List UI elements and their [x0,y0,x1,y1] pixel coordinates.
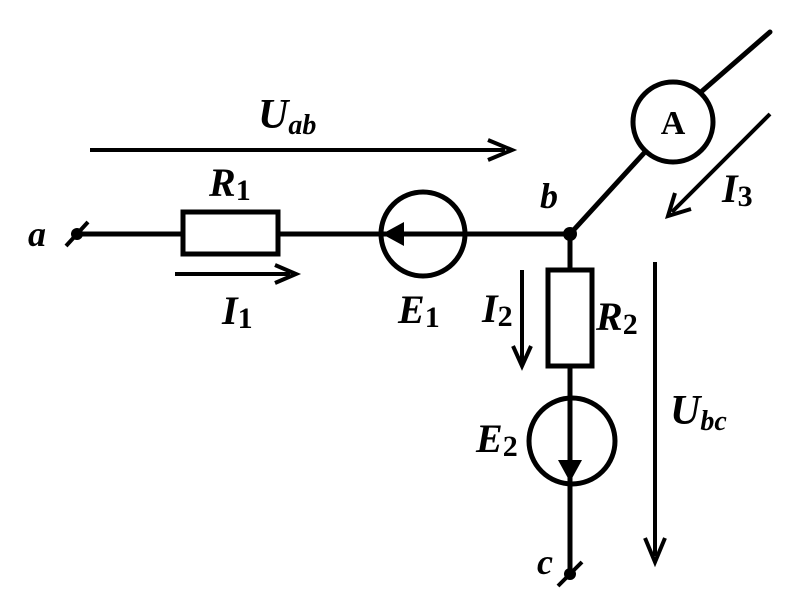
ammeter-label: A [661,105,686,142]
wire-ammeter-out [698,29,773,95]
source-e2-label: E2 [475,416,518,463]
voltage-ubc-sub: bc [700,406,727,437]
wire-b-ammeter [567,149,648,237]
current-i2-sub: 2 [498,300,513,333]
voltage-ubc-arrow-head [643,537,667,568]
current-i1-main: I [221,288,239,333]
voltage-uab-main: U [258,92,291,138]
resistor-r1-main: R [208,160,236,205]
resistor-r2-label: R2 [595,294,638,341]
resistor-r1-label: R1 [208,160,251,207]
resistor-r1-sub: 1 [236,174,251,207]
node-c-label: c [537,542,553,582]
current-i3-arrow-shaft [670,112,772,214]
source-e1-sub: 1 [425,301,440,334]
terminal-c-tick [556,560,584,588]
node-b-label: b [540,176,558,216]
source-e2-sub: 2 [503,430,518,463]
resistor-r1 [180,209,281,257]
resistor-r2-sub: 2 [623,308,638,341]
current-i2-main: I [481,286,499,331]
voltage-uab-label: Uab [258,92,316,141]
voltage-uab-arrow-head [487,138,518,162]
resistor-r2-main: R [595,294,623,339]
resistor-r2 [545,267,595,369]
voltage-ubc-main: U [670,388,703,434]
terminal-a-tick [64,220,90,248]
source-e2-main: E [475,416,503,461]
voltage-uab-sub: ab [288,110,316,141]
source-e1-label: E1 [397,287,440,334]
source-e1-main: E [397,287,425,332]
current-i3-arrow-head [664,192,692,220]
node-a-label: a [28,214,46,254]
current-i3-sub: 3 [738,180,753,213]
current-i3-label: I3 [721,166,753,213]
current-i1-arrow-head [274,263,302,285]
current-i2-arrow-head [511,345,533,371]
current-i1-sub: 1 [238,302,253,335]
source-e1-arrow [382,222,404,246]
current-i1-label: I1 [221,288,253,335]
current-i3-main: I [721,166,739,211]
current-i2-label: I2 [481,286,513,333]
voltage-ubc-label: Ubc [670,388,727,437]
ammeter [630,79,716,165]
source-e2-arrow [558,460,582,482]
